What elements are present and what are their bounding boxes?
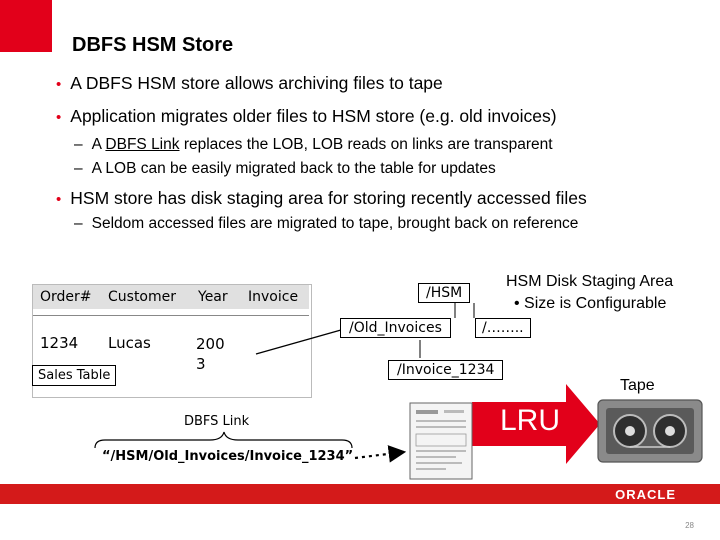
footer-bar: [0, 484, 720, 504]
dbfs-link-path: “/HSM/Old_Invoices/Invoice_1234”: [102, 449, 354, 464]
hsm-dir-box: /HSM: [418, 283, 471, 303]
red-corner-block: [0, 0, 52, 52]
bullet-2: •Application migrates older files to HSM…: [56, 106, 557, 126]
sub-bullet-2-2: –A LOB can be easily migrated back to th…: [74, 160, 496, 177]
sales-table-header-row: [33, 285, 309, 309]
sub-bullet-3-1: –Seldom accessed files are migrated to t…: [74, 215, 579, 232]
page-number: 28: [685, 521, 694, 530]
dbfs-link-underlined: DBFS Link: [105, 136, 180, 153]
dbfs-link-label: DBFS Link: [184, 414, 250, 429]
dotted-arrow: [354, 445, 407, 463]
table-divider: [33, 315, 309, 316]
staging-area-title: HSM Disk Staging Area: [506, 273, 674, 290]
cell-order: 1234: [40, 334, 79, 352]
tape-icon: [597, 399, 703, 463]
bullet-1: •A DBFS HSM store allows archiving files…: [56, 73, 443, 93]
link-line: [255, 327, 349, 355]
sales-table-label: Sales Table: [32, 365, 117, 386]
curly-brace: [94, 431, 353, 449]
old-invoices-dir-box: /Old_Invoices: [340, 318, 451, 338]
invoice-file-box: /Invoice_1234: [388, 360, 504, 380]
oracle-logo: ORACLE: [615, 487, 676, 502]
slide-title: DBFS HSM Store: [72, 34, 234, 56]
cell-year: 200 3: [196, 335, 225, 373]
lru-arrow: [472, 384, 600, 464]
header-year: Year: [198, 289, 228, 305]
bullet-3: •HSM store has disk staging area for sto…: [56, 188, 587, 208]
tape-label: Tape: [620, 377, 655, 394]
lru-label: LRU: [500, 404, 561, 437]
bullet-dot-icon: •: [56, 109, 62, 126]
cell-customer: Lucas: [108, 334, 151, 352]
bullet-dot-icon: •: [56, 76, 62, 93]
other-dir-box: /……..: [475, 318, 531, 338]
bullet-dot-icon: •: [56, 191, 62, 208]
sub-bullet-2-1: –A DBFS Link replaces the LOB, LOB reads…: [74, 136, 553, 153]
header-invoice: Invoice: [248, 289, 299, 305]
header-customer: Customer: [108, 289, 177, 305]
header-order: Order#: [40, 289, 92, 305]
staging-area-note: • Size is Configurable: [514, 295, 667, 312]
invoice-document-icon: [409, 402, 473, 480]
